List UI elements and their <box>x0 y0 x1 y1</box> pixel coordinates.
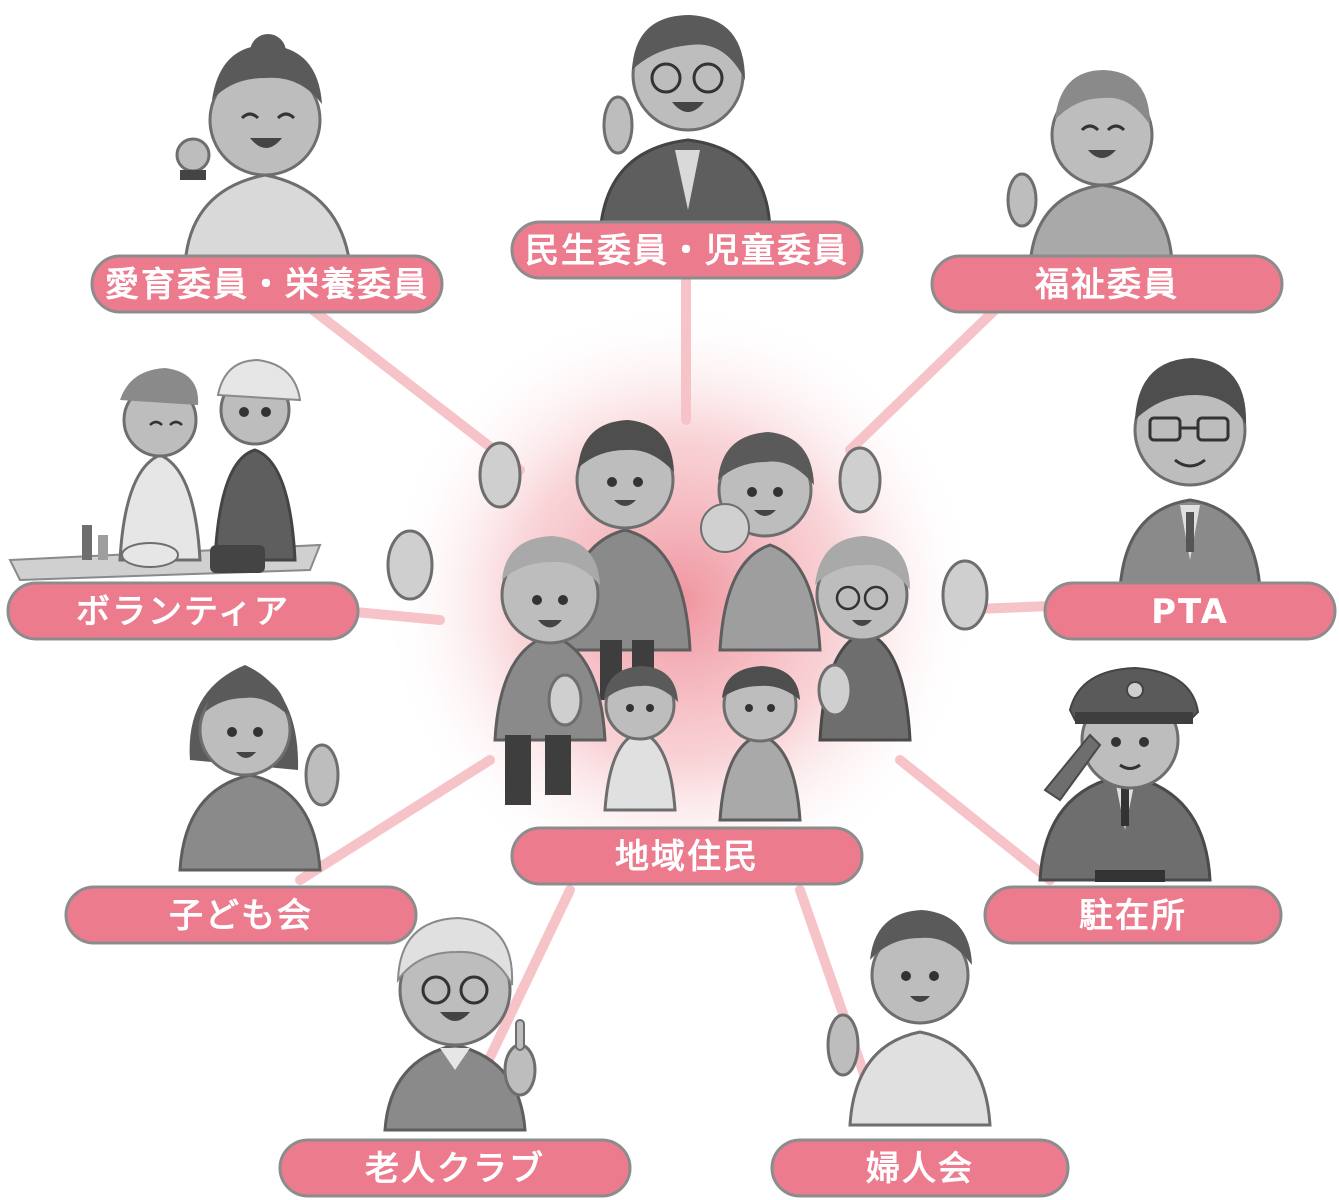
label-pill-aiiku: 愛育委員・栄養委員 <box>90 254 444 314</box>
label-background-rojin <box>278 1138 632 1198</box>
label-pill-pta: PTA <box>1043 581 1337 641</box>
elderly-man-icon <box>383 916 537 1132</box>
label-pill-kodomo: 子ども会 <box>64 885 418 945</box>
woman-fist-icon <box>175 34 352 267</box>
top-caption-strip <box>0 0 1339 14</box>
man-glasses-icon <box>1118 358 1262 592</box>
label-text-center: 地域住民 <box>615 837 759 877</box>
label-pill-fukushi: 福祉委員 <box>930 254 1284 314</box>
label-pill-minsei: 民生委員・児童委員 <box>510 220 864 280</box>
label-background-pta <box>1043 581 1337 641</box>
cooking-volunteers-icon <box>8 358 322 582</box>
label-pill-chuzaisho: 駐在所 <box>983 885 1283 945</box>
woman-waving-icon <box>178 665 340 872</box>
label-background-chuzaisho <box>983 885 1283 945</box>
label-background-minsei <box>510 220 864 280</box>
woman-waving-2-icon <box>826 910 992 1127</box>
woman-glasses-icon <box>598 15 772 237</box>
label-text-pta: PTA <box>1151 592 1229 632</box>
label-text-kodomo: 子ども会 <box>169 896 313 936</box>
label-background-fukushi <box>930 254 1284 314</box>
label-text-fujin: 婦人会 <box>865 1149 974 1189</box>
connector-aiiku <box>295 295 525 475</box>
label-pill-center: 地域住民 <box>510 826 864 886</box>
label-background-center <box>510 826 864 886</box>
connector-chuzaisho <box>895 755 1055 885</box>
label-background-fujin <box>770 1138 1070 1198</box>
label-pill-rojin: 老人クラブ <box>278 1138 632 1198</box>
connector-fukushi <box>845 300 1005 455</box>
label-text-volunteer: ボランティア <box>76 592 290 632</box>
older-woman-icon <box>1006 70 1174 267</box>
label-pill-volunteer: ボランティア <box>6 581 360 641</box>
family-group-icon <box>386 420 989 822</box>
label-background-kodomo <box>64 885 418 945</box>
label-text-fukushi: 福祉委員 <box>1034 265 1179 305</box>
connector-volunteer <box>350 607 445 625</box>
connector-kodomo <box>295 755 495 885</box>
police-officer-icon <box>1038 666 1212 882</box>
label-text-minsei: 民生委員・児童委員 <box>525 231 849 271</box>
label-text-aiiku: 愛育委員・栄養委員 <box>105 265 429 305</box>
label-background-aiiku <box>90 254 444 314</box>
label-background-volunteer <box>6 581 360 641</box>
label-pill-fujin: 婦人会 <box>770 1138 1070 1198</box>
label-text-rojin: 老人クラブ <box>365 1149 545 1189</box>
label-text-chuzaisho: 駐在所 <box>1079 896 1187 936</box>
